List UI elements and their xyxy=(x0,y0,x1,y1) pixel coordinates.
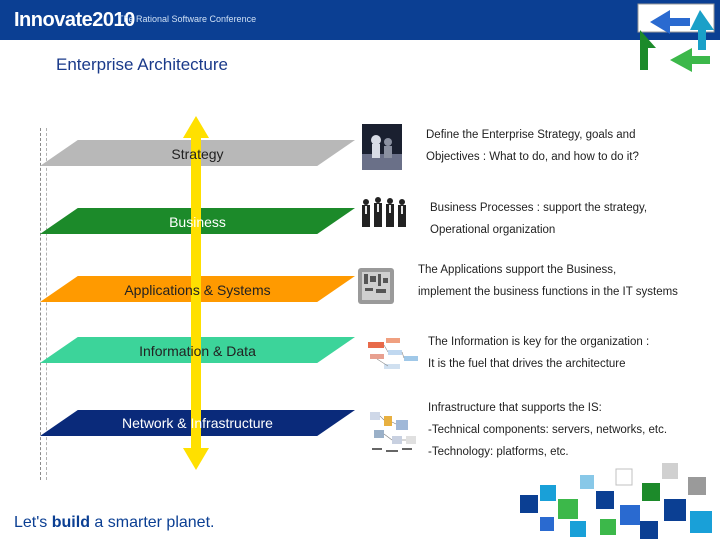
arrow-up-icon xyxy=(183,116,209,138)
description-line: -Technical components: servers, networks… xyxy=(428,424,668,436)
layer-label-network: Network & Infrastructure xyxy=(122,415,273,431)
header-bar: Innovate2010 The Rational Software Confe… xyxy=(0,0,720,40)
business-people-image xyxy=(358,194,410,232)
brand-year: 2010 xyxy=(92,9,135,31)
footer-suffix: a smarter planet. xyxy=(89,514,215,531)
description-line: Define the Enterprise Strategy, goals an… xyxy=(426,129,636,141)
dashed-frame-line xyxy=(40,128,41,480)
cycle-arrows-logo xyxy=(637,3,715,72)
description-network: Infrastructure that supports the IS: -Te… xyxy=(428,397,667,463)
description-line: Infrastructure that supports the IS: xyxy=(428,402,602,414)
description-applications: The Applications support the Business, i… xyxy=(418,259,678,303)
infrastructure-image xyxy=(366,406,422,460)
layer-label-applications: Applications & Systems xyxy=(124,282,271,298)
vertical-arrow-shaft xyxy=(191,138,201,450)
decorative-mosaic xyxy=(520,463,712,539)
footer-prefix: Let's xyxy=(14,514,52,531)
dashed-frame-line-inner xyxy=(46,128,47,480)
description-line: Objectives : What to do, and how to do i… xyxy=(426,151,639,163)
description-information: The Information is key for the organizat… xyxy=(428,331,649,375)
description-line: Operational organization xyxy=(430,224,556,236)
layer-label-strategy: Strategy xyxy=(171,146,224,162)
layer-label-business: Business xyxy=(169,214,226,230)
description-line: The Applications support the Business, xyxy=(418,264,617,276)
chess-pieces-image xyxy=(362,124,402,170)
description-strategy: Define the Enterprise Strategy, goals an… xyxy=(426,124,639,168)
footer-bold: build xyxy=(51,514,90,531)
conference-tagline: The Rational Software Conference xyxy=(118,14,257,24)
description-line: Business Processes : support the strateg… xyxy=(430,202,648,214)
page-title: Enterprise Architecture xyxy=(56,55,228,74)
description-line: The Information is key for the organizat… xyxy=(428,336,650,348)
layer-label-information: Information & Data xyxy=(139,343,256,359)
description-line: implement the business functions in the … xyxy=(418,286,678,298)
footer-slogan: Let's build a smarter planet. xyxy=(14,514,214,532)
arrow-down-icon xyxy=(183,448,209,470)
brand-logo: Innovate2010 xyxy=(14,9,135,32)
description-line: -Technology: platforms, etc. xyxy=(428,446,569,458)
data-diagram-image xyxy=(364,334,422,376)
toolbox-image xyxy=(358,268,394,304)
description-line: It is the fuel that drives the architect… xyxy=(428,358,626,370)
description-business: Business Processes : support the strateg… xyxy=(430,197,647,241)
brand-name: Innovate xyxy=(14,9,93,31)
